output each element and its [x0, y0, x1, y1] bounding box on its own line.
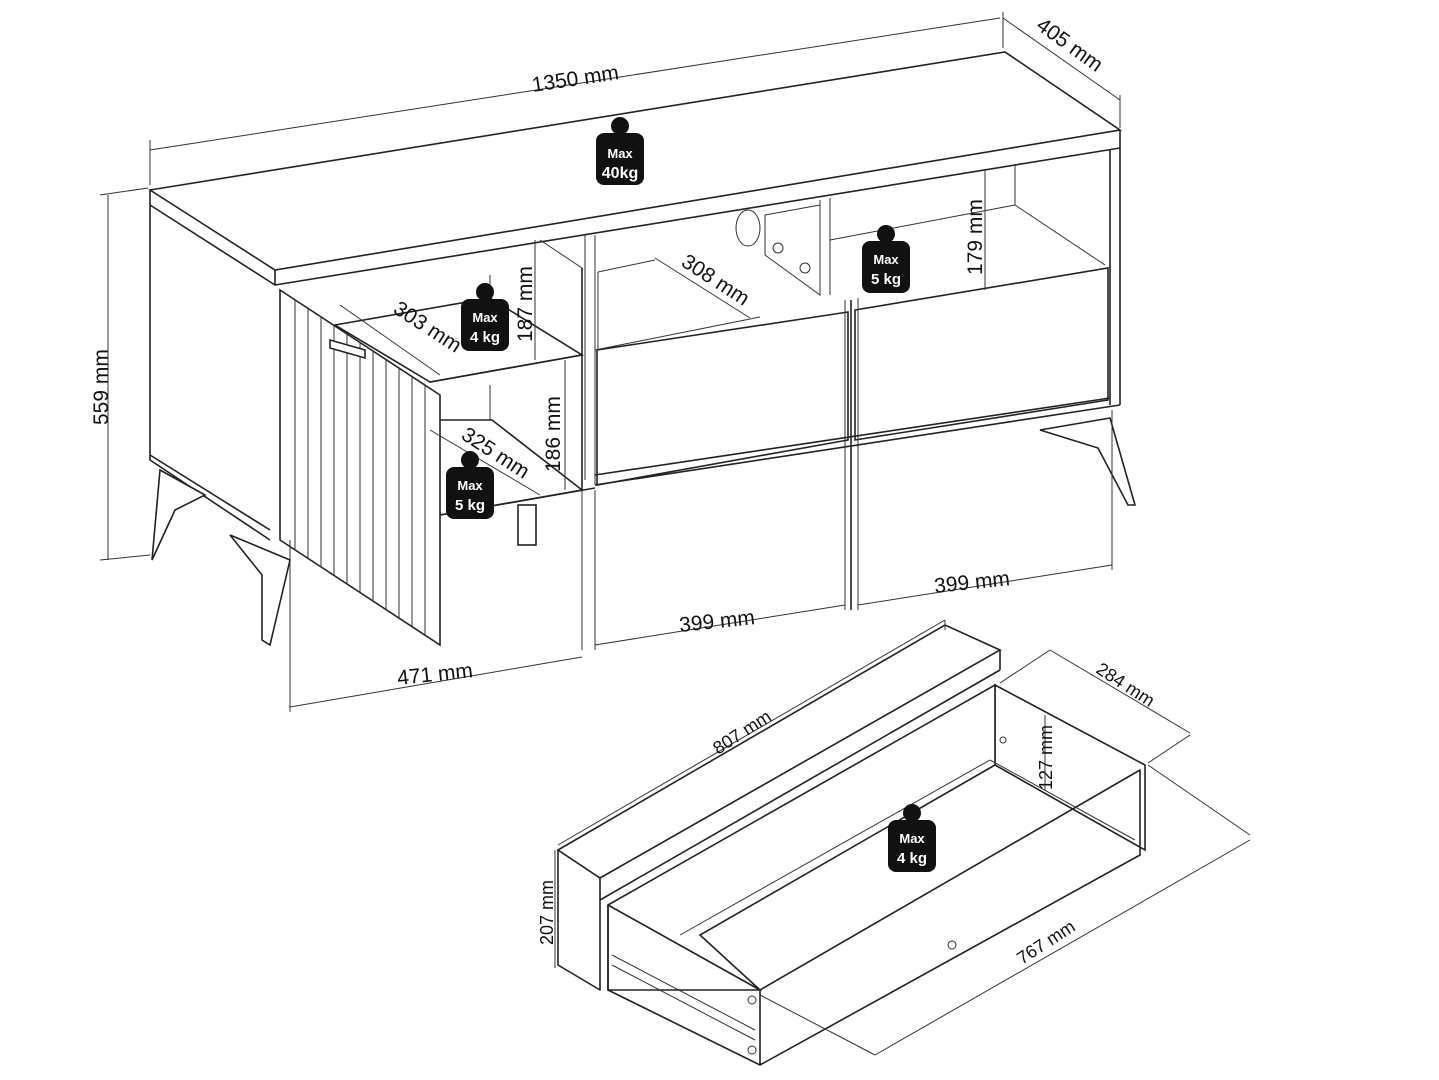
- dim-drawer-depth: 284 mm: [1093, 659, 1158, 711]
- weight-icon: [611, 117, 629, 135]
- dim-drawer-front-height: 207 mm: [537, 880, 557, 945]
- dim-drawer-length-inner: 767 mm: [1013, 916, 1078, 968]
- door-slats: [294, 300, 426, 635]
- dim-left-upper-shelf-height: 187 mm: [514, 266, 537, 342]
- dim-middle-section-width: 399 mm: [678, 606, 756, 637]
- load-badge-drawer: Max 4 kg: [888, 804, 936, 872]
- svg-text:Max: Max: [457, 478, 483, 493]
- leg: [151, 468, 207, 561]
- svg-text:5 kg: 5 kg: [455, 497, 485, 514]
- svg-text:4 kg: 4 kg: [470, 329, 500, 346]
- dim-depth-total: 405 mm: [1032, 13, 1107, 76]
- weight-icon: [476, 283, 494, 301]
- drawer-drawing: [556, 624, 1146, 1066]
- load-badge-left-upper: Max 4 kg: [461, 283, 509, 351]
- svg-text:40kg: 40kg: [602, 165, 638, 182]
- svg-text:Max: Max: [899, 831, 925, 846]
- dimension-lines: [99, 12, 1251, 1056]
- dim-middle-shelf-depth: 308 mm: [677, 250, 753, 311]
- door-handle: [329, 338, 366, 360]
- load-badge-right-shelf: Max 5 kg: [862, 225, 910, 293]
- weight-icon: [903, 804, 921, 822]
- svg-text:Max: Max: [607, 146, 633, 161]
- dim-left-lower-shelf-height: 186 mm: [542, 396, 565, 472]
- svg-text:Max: Max: [873, 252, 899, 267]
- dim-drawer-inner-height: 127 mm: [1036, 725, 1056, 790]
- dim-height-total: 559 mm: [90, 349, 113, 425]
- weight-icon: [877, 225, 895, 243]
- weight-icon: [461, 451, 479, 469]
- dim-right-section-width: 399 mm: [933, 567, 1011, 598]
- dim-right-shelf-height: 179 mm: [964, 199, 987, 275]
- leg: [1039, 417, 1137, 506]
- svg-text:Max: Max: [472, 310, 498, 325]
- dim-left-section-width: 471 mm: [396, 659, 474, 690]
- load-badge-left-lower: Max 5 kg: [446, 451, 494, 519]
- svg-text:4 kg: 4 kg: [897, 850, 927, 867]
- leg: [229, 534, 291, 647]
- load-badge-top: Max 40kg: [596, 117, 644, 185]
- dim-width-total: 1350 mm: [530, 61, 620, 97]
- svg-text:5 kg: 5 kg: [871, 271, 901, 288]
